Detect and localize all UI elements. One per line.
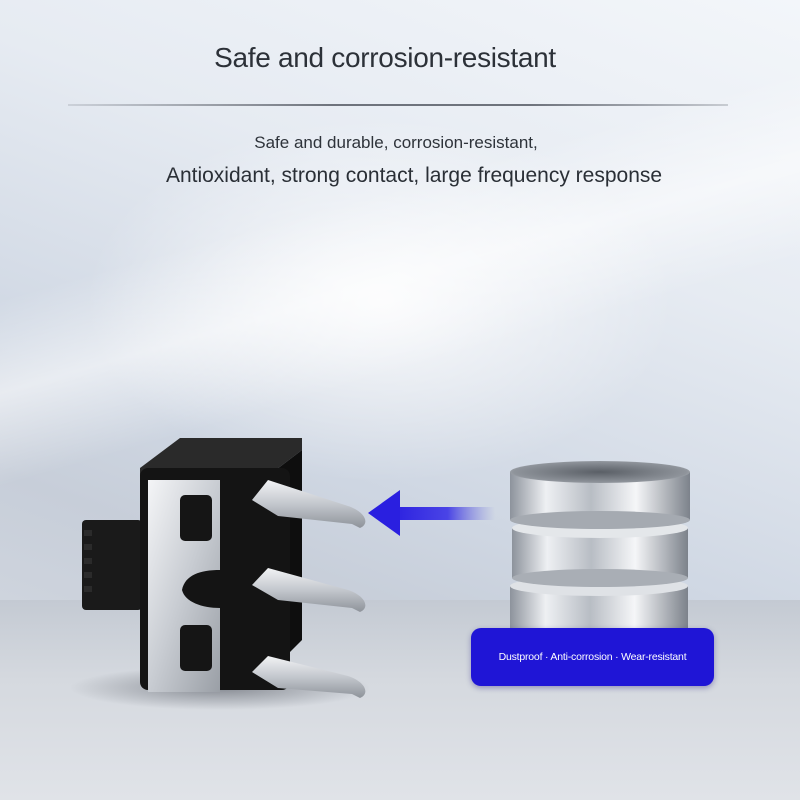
- slide-switch-image: [70, 438, 370, 710]
- switch-knob: [82, 520, 142, 610]
- page-title: Safe and corrosion-resistant: [214, 42, 556, 73]
- subtitle-line-2: Antioxidant, strong contact, large frequ…: [165, 164, 663, 187]
- coin-top: [510, 461, 690, 529]
- feature-badge: Dustproof · Anti-corrosion · Wear-resist…: [471, 628, 714, 686]
- left-arrow-icon: [368, 490, 495, 536]
- coin-stack-image: [510, 461, 690, 630]
- subtitle-line-1: Safe and durable, corrosion-resistant,: [254, 133, 538, 152]
- title-divider: [68, 104, 728, 106]
- switch-pins: [252, 480, 366, 698]
